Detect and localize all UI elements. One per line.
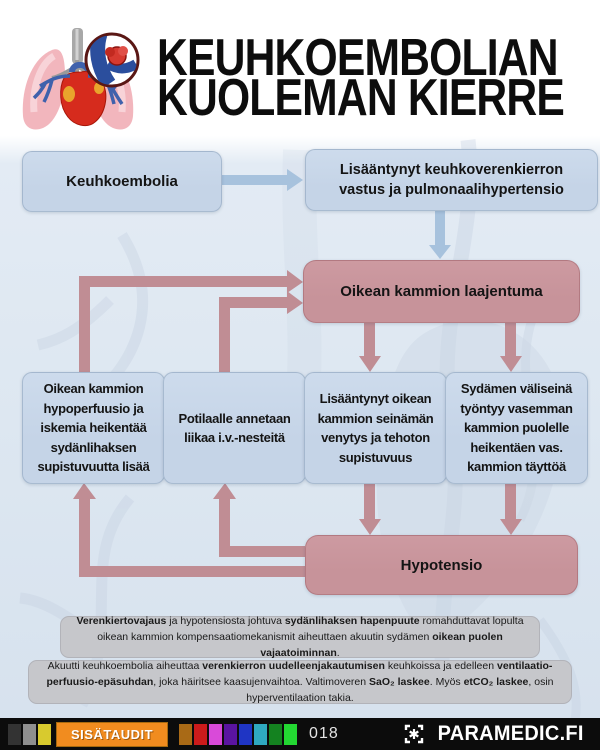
color-chip xyxy=(194,723,208,745)
flow-box-label: Hypotensio xyxy=(400,556,483,574)
arrow-hypotensio-to-nesteet xyxy=(213,483,305,557)
category-label: SISÄTAUDIT xyxy=(71,726,154,742)
color-chip xyxy=(239,723,253,745)
note-text: Verenkiertovajaus ja hypotensiosta johtu… xyxy=(76,614,524,660)
color-chips-right xyxy=(179,723,299,745)
flow-box-hypoperfuusio: Oikean kammion hypoperfuusio ja iskemia … xyxy=(22,372,165,484)
flow-box-label: Sydämen väliseinä työntyy vasemman kammi… xyxy=(460,381,573,475)
color-chip xyxy=(38,723,51,745)
arrow-hypotensio-to-hypoperfuusio xyxy=(73,483,305,577)
flow-box-label: Oikean kammion laajentuma xyxy=(340,283,543,300)
category-badge: SISÄTAUDIT xyxy=(56,721,169,747)
color-chip xyxy=(179,723,193,745)
color-chip xyxy=(23,723,36,745)
flow-box-label: Potilaalle annetaan liikaa i.v.-nesteitä xyxy=(178,410,291,446)
embolism-magnifier-icon xyxy=(84,32,140,88)
page-title-line2: KUOLEMAN KIERRE xyxy=(157,69,565,127)
note-text: Akuutti keuhkoembolia aiheuttaa verenkie… xyxy=(46,659,554,705)
arrow-laajentuma-to-valiseina xyxy=(500,321,522,372)
flow-box-label: Lisääntynyt keuhkoverenkierron vastus ja… xyxy=(339,161,564,198)
paramedic-logo-icon xyxy=(405,724,424,744)
flow-box-label: Keuhkoembolia xyxy=(66,173,178,190)
arrow-vastus-to-laajentuma xyxy=(429,208,451,259)
flow-box-venytys: Lisääntynyt oikean kammion seinämän veny… xyxy=(304,372,447,484)
flow-box-label: Lisääntynyt oikean kammion seinämän veny… xyxy=(317,391,434,465)
flow-box-valiseina: Sydämen väliseinä työntyy vasemman kammi… xyxy=(445,372,588,484)
footer-bar: SISÄTAUDIT 018 PARAMEDIC.FI xyxy=(0,718,600,750)
arrow-venytys-to-hypotensio xyxy=(359,482,381,535)
color-chip xyxy=(224,723,238,745)
brand-logo: PARAMEDIC.FI xyxy=(404,722,584,746)
header: KEUHKOEMBOLIAN KUOLEMAN KIERRE xyxy=(0,0,600,146)
flow-box-hypotensio: Hypotensio xyxy=(305,535,578,595)
color-chip xyxy=(209,723,223,745)
flow-box-label: Oikean kammion hypoperfuusio ja iskemia … xyxy=(37,381,150,475)
color-chip xyxy=(284,723,298,745)
flow-box-laajentuma: Oikean kammion laajentuma xyxy=(303,260,580,323)
note-gas-exchange: Akuutti keuhkoembolia aiheuttaa verenkie… xyxy=(28,660,572,704)
arrow-valiseina-to-hypotensio xyxy=(500,482,522,535)
brand-name: PARAMEDIC.FI xyxy=(437,722,584,745)
arrow-nesteet-to-laajentuma xyxy=(219,291,303,372)
color-chip xyxy=(8,723,21,745)
arrow-laajentuma-to-venytys xyxy=(359,321,381,372)
page-title: KEUHKOEMBOLIAN KUOLEMAN KIERRE xyxy=(157,29,565,127)
flow-box-keuhkoembolia: Keuhkoembolia xyxy=(22,151,222,212)
page-title-line1: KEUHKOEMBOLIAN xyxy=(157,29,559,87)
issue-number: 018 xyxy=(309,725,339,742)
lungs-heart-illustration xyxy=(22,28,140,130)
note-circulatory-failure: Verenkiertovajaus ja hypotensiosta johtu… xyxy=(60,615,540,659)
color-chip xyxy=(254,723,268,745)
flow-box-nesteet: Potilaalle annetaan liikaa i.v.-nesteitä xyxy=(163,372,306,484)
flow-box-vastus: Lisääntynyt keuhkoverenkierron vastus ja… xyxy=(305,149,598,211)
color-chips-left xyxy=(8,723,53,745)
arrow-hypoperfuusio-to-laajentuma xyxy=(79,270,303,372)
color-chip xyxy=(269,723,283,745)
arrow-keuhkoembolia-to-vastus xyxy=(220,169,303,191)
